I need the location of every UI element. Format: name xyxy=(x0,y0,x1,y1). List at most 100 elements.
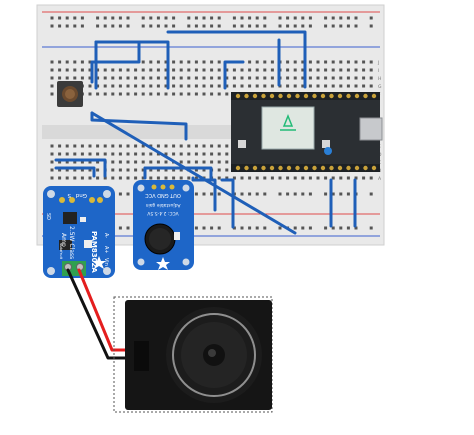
photon-pin xyxy=(295,93,300,99)
breadboard-hole xyxy=(331,192,335,196)
breadboard-hole xyxy=(141,176,145,180)
breadboard-hole xyxy=(225,84,229,88)
breadboard-hole xyxy=(232,24,236,28)
breadboard-hole xyxy=(164,92,168,96)
photon-pins xyxy=(235,93,377,171)
breadboard-hole xyxy=(50,152,54,156)
breadboard-hole xyxy=(301,16,305,20)
photon-pin xyxy=(295,165,300,171)
breadboard-hole xyxy=(164,16,168,20)
breadboard-hole xyxy=(96,144,100,148)
breadboard-hole xyxy=(202,84,206,88)
breadboard-hole xyxy=(141,68,145,72)
breadboard-hole xyxy=(232,226,236,230)
breadboard-hole xyxy=(194,226,198,230)
breadboard-hole xyxy=(248,176,252,180)
breadboard-hole xyxy=(118,226,122,230)
breadboard-hole xyxy=(240,84,244,88)
breadboard-hole xyxy=(225,160,229,164)
breadboard-hole xyxy=(217,16,221,20)
photon-pin xyxy=(235,93,241,99)
breadboard-hole xyxy=(362,76,366,80)
breadboard-hole xyxy=(346,84,350,88)
breadboard-hole xyxy=(96,92,100,96)
breadboard-hole xyxy=(126,176,130,180)
breadboard-hole xyxy=(331,16,335,20)
breadboard-hole xyxy=(217,192,221,196)
breadboard-hole xyxy=(58,60,62,64)
amp-model-label: PAM8302A xyxy=(90,231,98,273)
breadboard-hole xyxy=(202,76,206,80)
breadboard-hole xyxy=(65,68,69,72)
amp-pin-label-side-0: A- xyxy=(103,233,109,238)
breadboard-hole xyxy=(149,176,153,180)
breadboard-hole xyxy=(232,16,236,20)
wifi-module-icon xyxy=(261,106,315,150)
breadboard-hole xyxy=(301,68,305,72)
breadboard-hole xyxy=(308,24,312,28)
breadboard-hole xyxy=(248,60,252,64)
amp-pin-label-top-0: S xyxy=(67,192,71,198)
breadboard-hole xyxy=(179,168,183,172)
breadboard-hole xyxy=(339,68,343,72)
breadboard-hole xyxy=(240,16,244,20)
breadboard-hole xyxy=(293,60,297,64)
breadboard-hole xyxy=(301,176,305,180)
breadboard-hole xyxy=(103,144,107,148)
breadboard-hole xyxy=(187,176,191,180)
breadboard-hole xyxy=(149,76,153,80)
breadboard-hole xyxy=(286,192,290,196)
breadboard-hole xyxy=(248,192,252,196)
breadboard-hole xyxy=(58,76,62,80)
photon-pin xyxy=(363,93,368,99)
breadboard-hole xyxy=(73,160,77,164)
breadboard-hole xyxy=(293,192,297,196)
breadboard-hole xyxy=(172,144,176,148)
breadboard-hole xyxy=(141,160,145,164)
breadboard-hole xyxy=(255,192,259,196)
breadboard-hole xyxy=(88,92,92,96)
speaker xyxy=(113,296,273,413)
breadboard-hole xyxy=(73,176,77,180)
breadboard-hole xyxy=(88,152,92,156)
breadboard-hole xyxy=(354,16,358,20)
breadboard-hole xyxy=(194,176,198,180)
breadboard-hole xyxy=(308,76,312,80)
breadboard-hole xyxy=(187,152,191,156)
breadboard-hole xyxy=(156,144,160,148)
breadboard-hole xyxy=(58,68,62,72)
breadboard-hole xyxy=(50,168,54,172)
speaker-wires xyxy=(66,268,135,360)
breadboard-hole xyxy=(80,68,84,72)
breadboard-hole xyxy=(156,92,160,96)
breadboard-hole xyxy=(134,144,138,148)
breadboard-hole xyxy=(225,176,229,180)
breadboard-hole xyxy=(194,60,198,64)
photon-pin xyxy=(337,93,343,99)
breadboard-hole xyxy=(164,24,168,28)
breadboard-hole xyxy=(286,76,290,80)
breadboard-hole xyxy=(103,68,107,72)
breadboard-hole xyxy=(134,152,138,156)
breadboard-hole xyxy=(339,192,343,196)
photon-pin xyxy=(278,93,283,99)
breadboard-hole xyxy=(278,16,282,20)
breadboard-hole xyxy=(65,144,69,148)
breadboard-hole xyxy=(73,16,77,20)
row-letter: I xyxy=(378,68,379,74)
breadboard-hole xyxy=(270,84,274,88)
breadboard-hole xyxy=(278,24,282,28)
breadboard-hole xyxy=(103,24,107,28)
breadboard-hole xyxy=(65,152,69,156)
breadboard-hole xyxy=(339,24,343,28)
breadboard-hole xyxy=(80,76,84,80)
breadboard-hole xyxy=(308,84,312,88)
breadboard-hole xyxy=(210,92,214,96)
photon-pin xyxy=(252,93,258,99)
breadboard-hole xyxy=(217,60,221,64)
breadboard-hole xyxy=(141,168,145,172)
breadboard-hole xyxy=(278,226,282,230)
breadboard-hole xyxy=(134,76,138,80)
breadboard-hole xyxy=(80,24,84,28)
breadboard-hole xyxy=(194,68,198,72)
